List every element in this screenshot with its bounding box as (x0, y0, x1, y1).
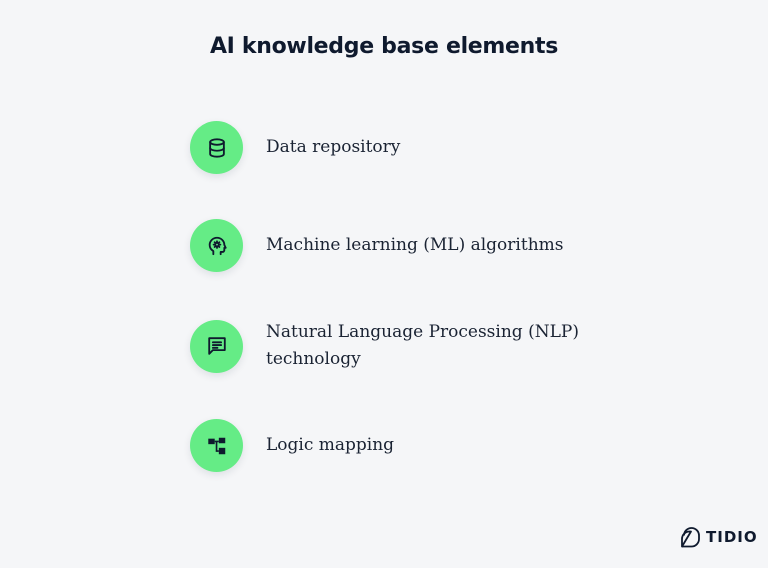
logo-text: TIDIO (706, 528, 758, 546)
item-label: Data repository (266, 137, 401, 157)
list-item-ml-algorithms: Machine learning (ML) algorithms (190, 219, 596, 272)
list-item-logic-mapping: Logic mapping (190, 419, 596, 472)
list-item-nlp-technology: Natural Language Processing (NLP) techno… (190, 319, 596, 373)
icon-circle (190, 121, 243, 174)
icon-circle (190, 219, 243, 272)
item-label: Machine learning (ML) algorithms (266, 235, 564, 255)
head-gear-icon (208, 236, 227, 255)
icon-circle (190, 419, 243, 472)
icon-circle (190, 319, 243, 373)
tidio-logo-icon (681, 527, 700, 548)
page-title: AI knowledge base elements (209, 34, 559, 59)
database-icon (208, 137, 225, 158)
item-label: Natural Language Processing (NLP) techno… (266, 322, 579, 369)
hierarchy-icon (207, 437, 225, 454)
chat-message-icon (207, 337, 226, 355)
item-label: Logic mapping (266, 435, 395, 455)
tidio-logo: TIDIO (680, 526, 758, 548)
list-item-data-repository: Data repository (190, 121, 596, 174)
